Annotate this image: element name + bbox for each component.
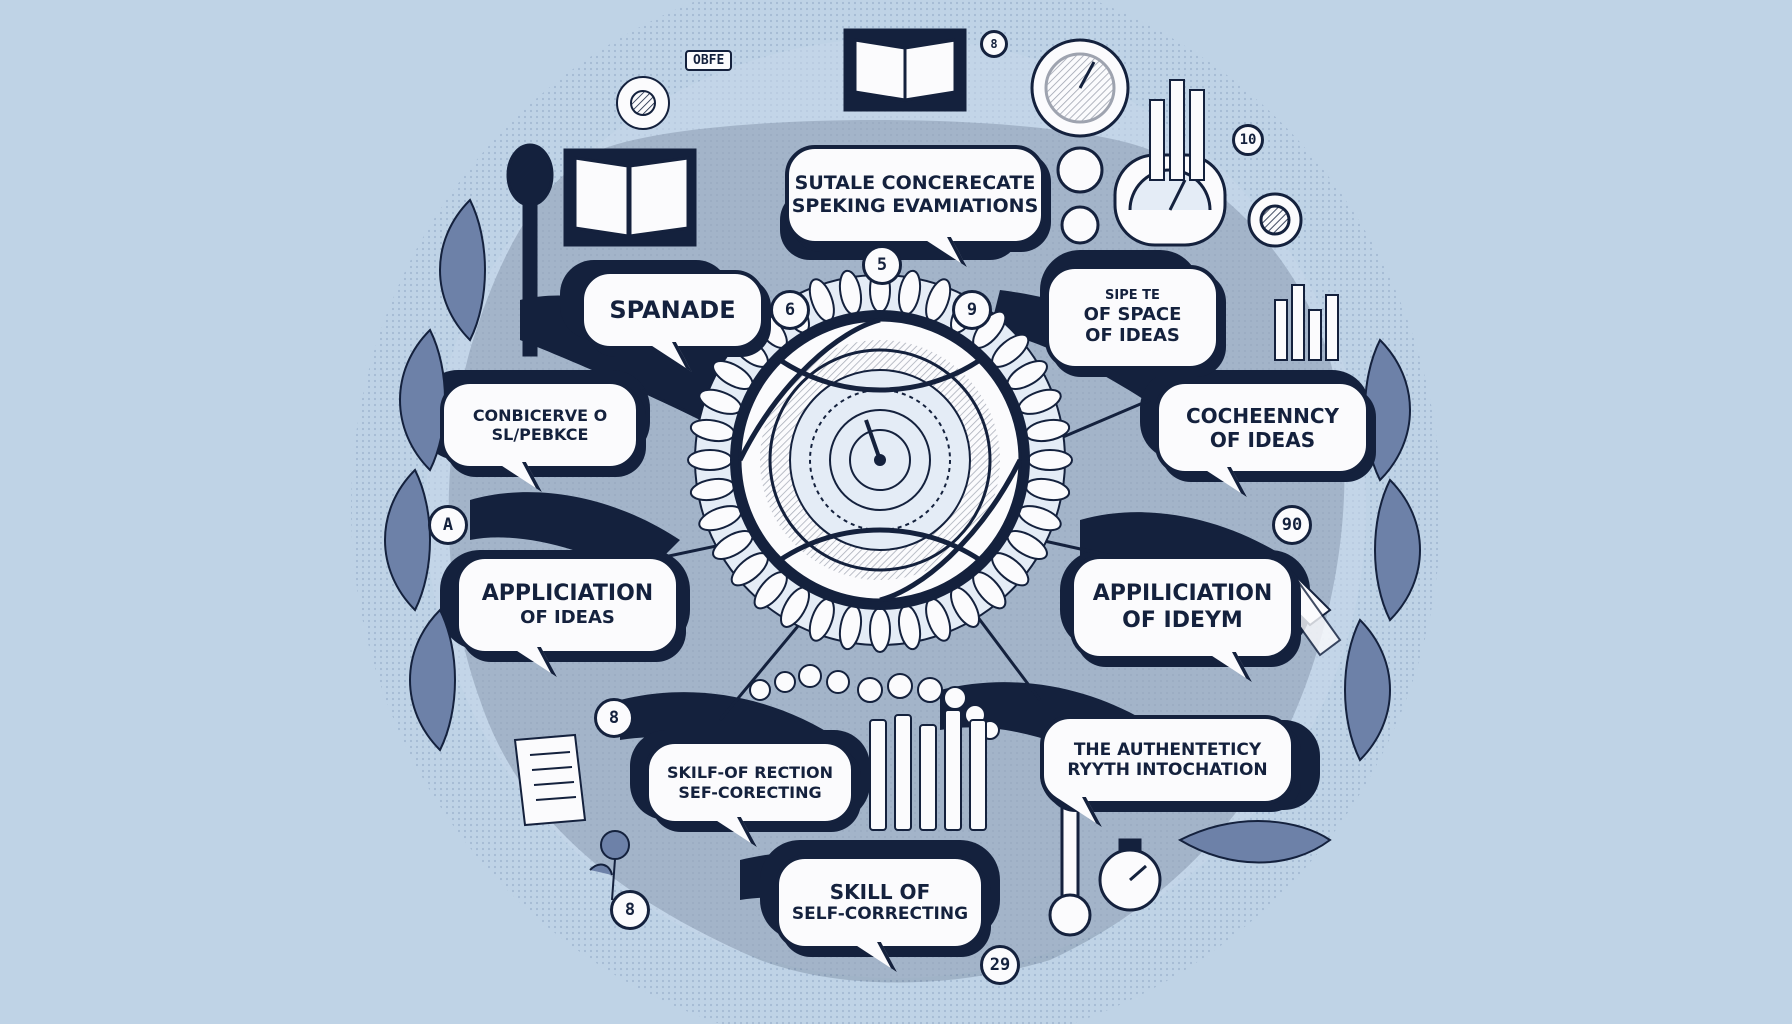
number-badge: 8 <box>610 890 650 930</box>
number-badge: 8 <box>594 698 634 738</box>
bubble-line: SIPE TE <box>1105 288 1160 304</box>
bubble-line: OF IDEYM <box>1122 607 1243 633</box>
bubble-line: SEF-CORECTING <box>678 782 822 802</box>
bubble-line: OF IDEAS <box>1085 325 1180 347</box>
book-icon <box>563 28 967 247</box>
number-badge: 9 <box>952 290 992 330</box>
rose-icon <box>589 830 630 901</box>
bubble-line: SKILF-OF RECTION <box>666 763 834 783</box>
bubble-line: APPLICIATION <box>481 581 654 606</box>
note-paper-icon <box>513 733 587 827</box>
number-badge: 29 <box>980 945 1020 985</box>
bubble-authenticity-rhythm-intonation: THE AUTHENTETICY RYYTH INTOCHATION <box>1040 715 1295 805</box>
bubble-line: SELF-CORRECTING <box>791 904 969 925</box>
stopwatch-icon <box>1098 838 1162 912</box>
bubble-line: OF SPACE <box>1083 303 1182 325</box>
leaf-icon <box>384 198 1421 864</box>
bubble-line: SKILL OF <box>829 880 931 905</box>
bubble-spanade: SPANADE <box>580 270 765 350</box>
number-badge: 8 <box>980 30 1008 58</box>
bubble-application-of-ideas-left: APPLICIATION OF IDEAS <box>455 555 680 655</box>
bubble-line: SPEKING EVAMIATIONS <box>791 195 1039 217</box>
bubble-line: SPANADE <box>609 295 736 324</box>
microphone-icon <box>506 143 554 357</box>
corner-tag: OBFE <box>685 50 733 71</box>
sunflower-petal <box>869 607 891 653</box>
bubble-line: THE AUTHENTETICY <box>1073 739 1262 760</box>
number-badge: 6 <box>770 290 810 330</box>
bubble-space-of-ideas: SIPE TE OF SPACE OF IDEAS <box>1045 265 1220 370</box>
number-badge: 10 <box>1232 124 1264 156</box>
bubble-line: COCHEENNCY <box>1185 403 1340 428</box>
bubble-application-of-ideym-right: APPILICIATION OF IDEYM <box>1070 555 1295 660</box>
bubble-line: SUTALE CONCERECATE <box>794 172 1036 195</box>
sunflower-petal <box>1027 449 1073 471</box>
bubble-coherency-of-ideas: COCHEENNCY OF IDEAS <box>1155 380 1370 475</box>
bubble-line: RYYTH INTOCHATION <box>1067 760 1268 780</box>
sun-icon <box>616 76 670 130</box>
bubble-line: APPILICIATION <box>1092 581 1273 607</box>
bar-chart-icon <box>1149 79 1339 361</box>
bubble-speaking-examinations: SUTALE CONCERECATE SPEKING EVAMIATIONS <box>785 145 1045 245</box>
bubble-line: SL/PEBKCE <box>491 425 589 444</box>
bubble-skill-of-self-correcting: SKILL OF SELF-CORRECTING <box>775 855 985 950</box>
number-badge: 5 <box>862 245 902 285</box>
bubble-line: CONBICERVE O <box>472 405 608 425</box>
bubble-line: OF IDEAS <box>520 607 615 629</box>
number-badge: 90 <box>1272 505 1312 545</box>
number-badge: A <box>428 505 468 545</box>
gear-chain <box>749 664 1000 740</box>
sunflower-petal <box>687 449 733 471</box>
bubble-conbicerve: CONBICERVE O SL/PEBKCE <box>440 380 640 470</box>
bubble-line: OF IDEAS <box>1209 427 1316 452</box>
central-dial <box>687 267 1073 653</box>
dial-icon <box>1030 38 1303 248</box>
pencil-icon <box>869 709 987 831</box>
bubble-skilf-of-rection: SKILF-OF RECTION SEF-CORECTING <box>645 740 855 825</box>
